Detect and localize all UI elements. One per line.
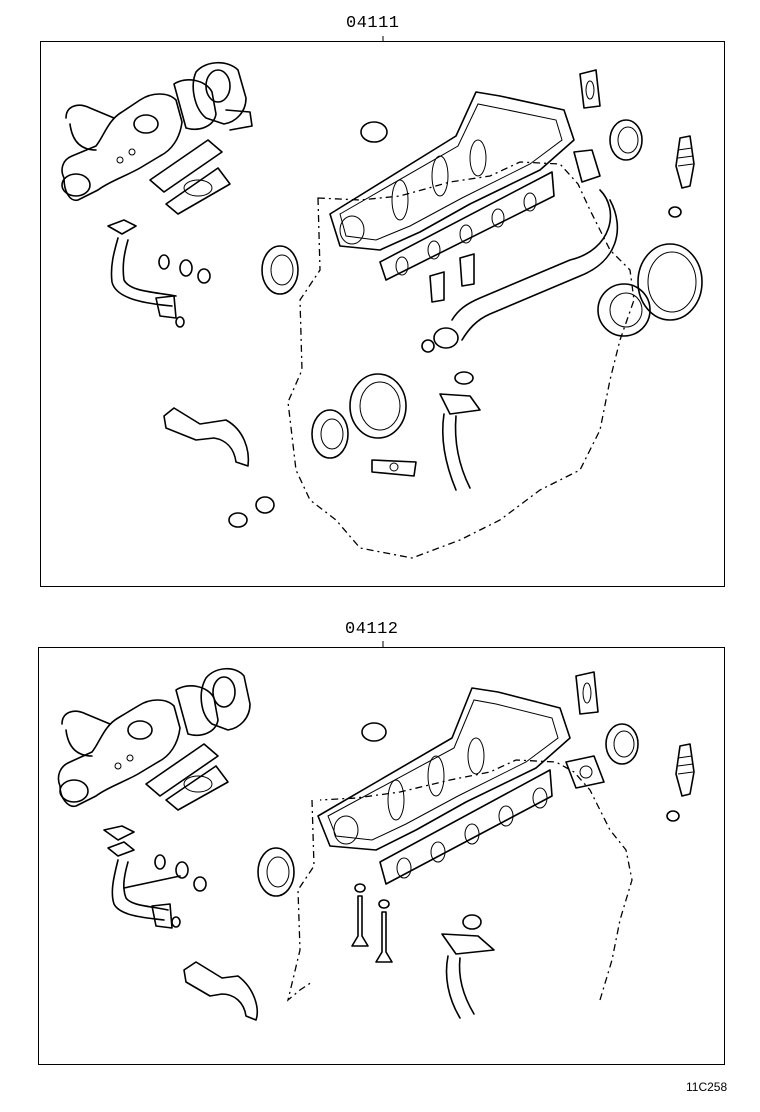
o-ring-icon [360, 121, 388, 143]
valve-stem-seal-icon [429, 253, 475, 303]
engine-block-outline [287, 161, 635, 559]
valve-icon [351, 883, 393, 963]
oil-seal-icon [605, 723, 639, 765]
outlet-gasket-icon [575, 671, 599, 715]
flange-gasket-icon [371, 459, 417, 477]
rear-seal-icon [349, 373, 407, 439]
outlet-gasket-icon [579, 69, 601, 109]
head-cover-gasket-icon [329, 91, 575, 251]
kit-04111-parts [61, 61, 703, 559]
turbocharger-icon [57, 685, 219, 808]
valve-seal-icon [255, 496, 275, 514]
exhaust-elbow-icon [200, 667, 251, 731]
kit-04112-parts [57, 667, 695, 1021]
manifold-gasket-icon [379, 171, 555, 281]
oil-seal-icon [609, 119, 643, 161]
spark-plug-icon [668, 135, 695, 218]
cam-seal-icon [261, 245, 299, 295]
bracket-icon [163, 407, 250, 467]
kit-label-04111: 04111 [346, 14, 400, 33]
manifold-gasket-icon [379, 769, 553, 885]
valve-seal-icon [228, 512, 248, 528]
turbo-gasket-icon [145, 743, 229, 811]
oil-pipe-icon [439, 371, 481, 491]
exhaust-elbow-icon [192, 61, 253, 131]
oil-seal-icon [311, 409, 349, 459]
bracket-icon [183, 961, 258, 1021]
oil-pipe-icon [107, 219, 211, 328]
kit-label-04112: 04112 [345, 620, 399, 639]
water-outlet-gasket-icon [565, 755, 605, 789]
head-cover-gasket-icon [317, 687, 571, 851]
reference-code: 11C258 [686, 1080, 728, 1094]
turbocharger-icon [61, 79, 217, 202]
turbo-gasket-icon [149, 139, 231, 215]
engine-block-outline [286, 759, 633, 1002]
cam-seal-icon [257, 847, 295, 897]
kit-04112-frame [38, 647, 725, 1065]
oil-pipe-icon [103, 825, 207, 929]
crank-seal-icon [637, 243, 703, 321]
water-hose-icon [421, 149, 619, 353]
oil-seal-icon [597, 283, 651, 337]
oil-pipe-icon [441, 914, 495, 1019]
o-ring-icon [361, 722, 387, 742]
spark-plug-icon [666, 743, 695, 822]
